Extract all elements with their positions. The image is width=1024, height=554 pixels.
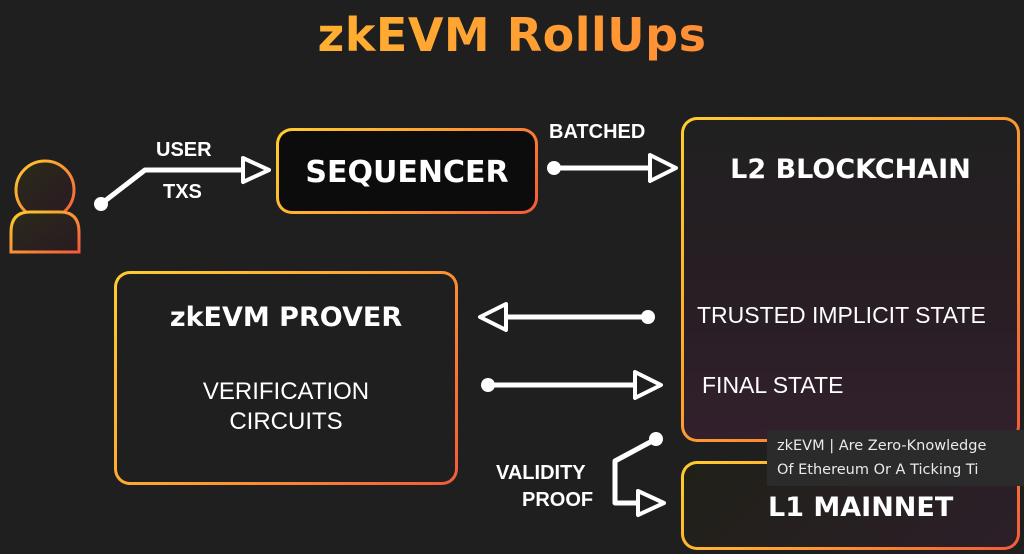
trusted-state-to-prover-connector [478, 302, 655, 332]
prover-title: zkEVM PROVER [169, 302, 403, 333]
user-icon [9, 159, 81, 254]
prover-body-line2: CIRCUITS [229, 408, 343, 435]
zkevm-prover-node: zkEVM PROVER VERIFICATION CIRCUITS [114, 271, 458, 485]
sequencer-node: SEQUENCER [276, 128, 538, 214]
batched-connector [547, 153, 678, 183]
proof-label: PROOF [522, 489, 594, 511]
prover-body-line1: VERIFICATION [202, 378, 370, 405]
prover-to-final-state-connector [481, 370, 663, 400]
l2-blockchain-label: L2 BLOCKCHAIN [730, 154, 971, 185]
batched-label: BATCHED [549, 121, 646, 143]
video-title-tooltip: zkEVM | Are Zero-Knowledge Of Ethereum O… [767, 430, 1024, 486]
final-state-label: FINAL STATE [702, 372, 844, 398]
txs-label: TXS [163, 181, 202, 203]
l2-blockchain-node: L2 BLOCKCHAIN TRUSTED IMPLICIT STATE FIN… [681, 117, 1020, 442]
user-label: USER [156, 139, 212, 161]
l1-mainnet-label: L1 MAINNET [768, 492, 954, 523]
tooltip-line1: zkEVM | Are Zero-Knowledge [777, 438, 987, 454]
tooltip-line2: Of Ethereum Or A Ticking Ti [777, 462, 979, 478]
diagram-title: zkEVM RollUps [0, 8, 1024, 62]
user-txs-connector [94, 156, 271, 211]
validity-label: VALIDITY [496, 462, 586, 484]
sequencer-label: SEQUENCER [305, 155, 509, 190]
trusted-state-label: TRUSTED IMPLICIT STATE [697, 302, 986, 328]
validity-proof-connector [612, 432, 666, 517]
